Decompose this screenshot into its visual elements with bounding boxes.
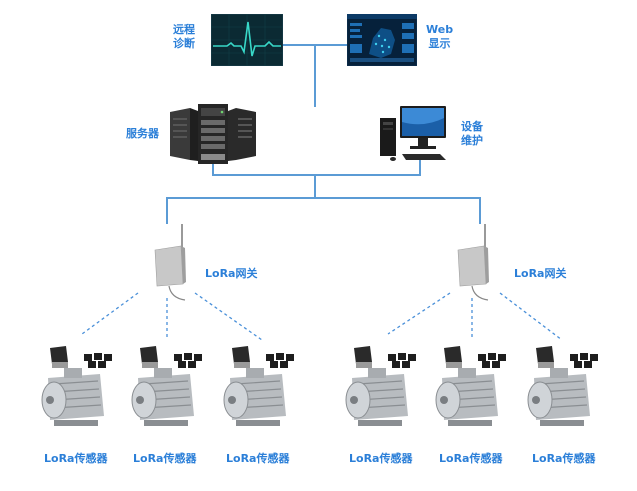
maintenance-pc-icon [380,106,446,161]
sensor-label: LoRa传感器 [133,452,197,465]
maintenance-label: 设备 维护 [461,120,483,148]
lora-gateway-icon [457,224,489,301]
wireless-link [194,292,263,341]
sensor-label: LoRa传感器 [44,452,108,465]
wireless-link [81,292,139,335]
sensor-motor-icon [223,346,294,426]
sensor-motor-icon [435,346,506,426]
web-display-label-line2: 显示 [428,37,451,50]
sensor-motor-icon [131,346,202,426]
sensor-motor-icon [345,346,416,426]
web-dashboard-icon [347,14,417,66]
lora-gateway-icon [154,224,186,301]
server-cluster-icon [170,104,256,164]
server-label: 服务器 [126,127,159,140]
ecg-monitor-icon [211,14,283,66]
web-display-label-line1: Web [426,23,454,36]
remote-diagnosis-label-line1: 远程 [173,23,195,36]
maintenance-label-line2: 维护 [461,134,483,147]
gateway-label: LoRa网关 [514,267,567,280]
sensor-label: LoRa传感器 [226,452,290,465]
wireless-links [81,292,563,341]
sensor-label: LoRa传感器 [439,452,503,465]
gateway-label: LoRa网关 [205,267,258,280]
gateway-bus-link [166,197,481,224]
remote-diagnosis-label: 远程 诊断 [173,23,195,51]
sensor-label: LoRa传感器 [349,452,413,465]
remote-diagnosis-label-line2: 诊断 [173,37,195,50]
sensor-label: LoRa传感器 [532,452,596,465]
sensor-motor-icon [41,346,112,426]
wireless-link [499,292,563,341]
server-bus-link [212,157,421,176]
web-display-label: Web 显示 [426,23,453,51]
maintenance-label-line1: 设备 [461,120,483,133]
sensor-motor-icon [527,346,598,426]
wireless-link [387,292,451,335]
